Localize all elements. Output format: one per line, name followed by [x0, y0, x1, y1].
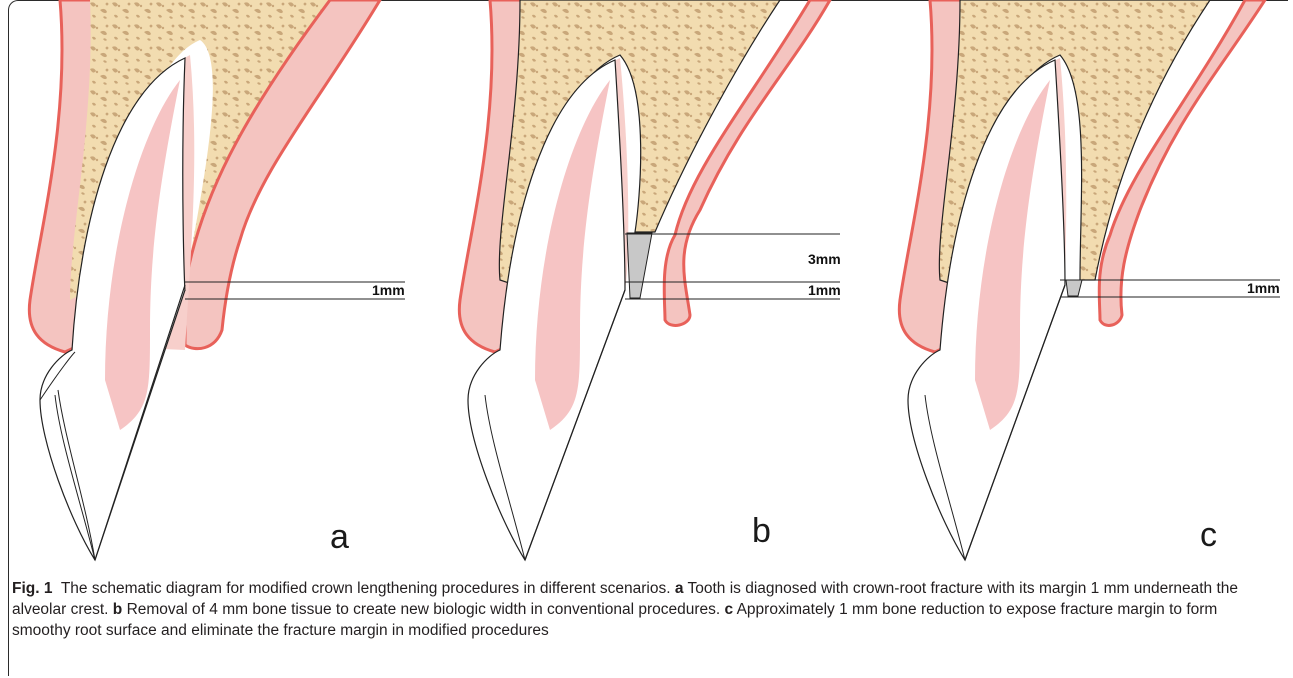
measurement-label: 1mm — [372, 282, 405, 298]
figure-diagram: 1mm a 3mm 1mm b 1mm c — [0, 0, 1293, 570]
removed-bone — [627, 233, 652, 298]
panel-letter: a — [330, 518, 349, 556]
panel-c: 1mm c — [899, 0, 1280, 560]
panel-a: 1mm a — [29, 0, 405, 560]
caption-letter-a: a — [675, 580, 684, 597]
panel-letter: c — [1200, 516, 1217, 554]
caption-letter-c: c — [725, 601, 734, 618]
measurement-label: 3mm — [808, 251, 841, 267]
caption-letter-b: b — [113, 601, 122, 618]
measurement-label: 1mm — [808, 282, 841, 298]
figure-caption: Fig. 1 The schematic diagram for modifie… — [12, 578, 1277, 641]
caption-intro: The schematic diagram for modified crown… — [61, 580, 671, 597]
caption-text-b: Removal of 4 mm bone tissue to create ne… — [127, 601, 721, 618]
panel-letter: b — [752, 512, 771, 550]
measurement-label: 1mm — [1247, 280, 1280, 296]
removed-bone — [1066, 280, 1082, 296]
figure-label: Fig. 1 — [12, 580, 52, 597]
panel-b: 3mm 1mm b — [459, 0, 840, 560]
